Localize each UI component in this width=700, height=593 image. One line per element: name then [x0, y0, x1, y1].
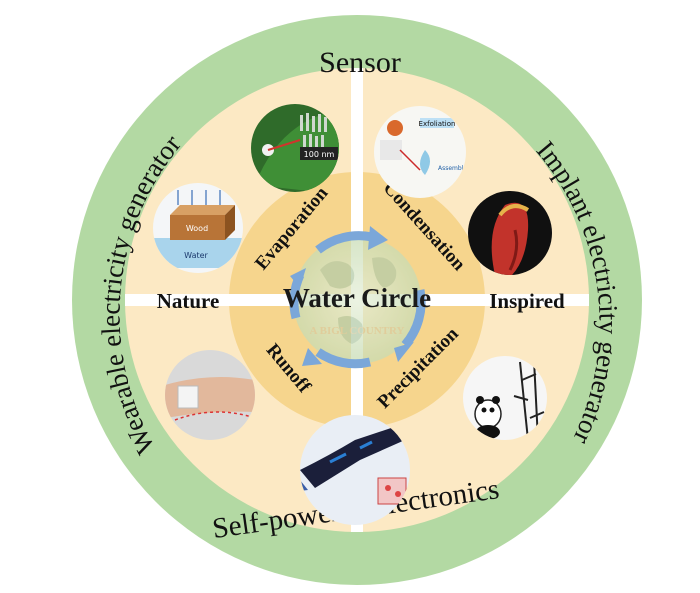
- nature-label: Nature: [157, 289, 220, 313]
- wood-water-image: Wood Water: [153, 183, 243, 273]
- svg-text:Wood: Wood: [186, 224, 208, 233]
- exfoliation-assembly-image: Exfoliation Assembly: [374, 106, 467, 198]
- arm-patch-image: [165, 350, 255, 440]
- svg-text:Water: Water: [184, 251, 208, 260]
- svg-text:Exfoliation: Exfoliation: [419, 120, 456, 128]
- globe-watermark: A BIGL COUNTRY: [293, 236, 421, 364]
- pitcher-plant-image: [468, 191, 552, 275]
- sensor-label: Sensor: [319, 46, 401, 79]
- svg-text:A BIGL COUNTRY: A BIGL COUNTRY: [310, 325, 405, 337]
- panda-bamboo-image: [463, 356, 547, 440]
- svg-text:100 nm: 100 nm: [304, 150, 335, 159]
- leaf-nanostructure-image: 100 nm: [251, 104, 339, 192]
- cycle-arrowheads: [290, 226, 414, 366]
- svg-text:Assembly: Assembly: [438, 165, 467, 172]
- center-title: Water Circle: [283, 283, 431, 313]
- inspired-label: Inspired: [489, 289, 565, 313]
